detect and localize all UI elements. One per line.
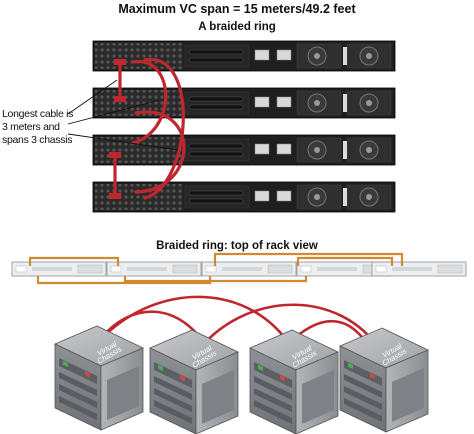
cable-note: Longest cable is 3 meters and spans 3 ch… [2, 108, 80, 147]
rack-cable-2 [36, 276, 212, 285]
virtual-chassis-2: Virtual Chassis [149, 329, 239, 434]
vc-cable-1-3 [103, 295, 294, 349]
switch-stack [92, 40, 396, 213]
virtual-chassis-4: Virtual Chassis [339, 327, 429, 433]
diagram-title: Maximum VC span = 15 meters/49.2 feet [118, 2, 356, 16]
vc-cable-2-4 [199, 303, 382, 351]
pointer-3 [67, 133, 179, 151]
virtual-chassis-cables [96, 295, 382, 353]
cable-note-line-3: spans 3 chassis [2, 134, 73, 146]
virtual-chassis-3: Virtual Chassis [249, 329, 339, 434]
cable-1-4-long [143, 58, 185, 200]
note-pointers [67, 79, 179, 151]
cable-note-line-2: 3 meters and [2, 121, 60, 133]
rack-cable-5 [213, 252, 404, 266]
rack-unit-5 [371, 261, 467, 277]
rack-unit-2 [106, 261, 202, 277]
rack-cable-1 [28, 256, 120, 266]
switch-chassis-1 [92, 40, 396, 72]
virtual-chassis-1: Virtual Chassis [54, 325, 144, 431]
virtual-chassis-group: Virtual Chassis Virtual Chassis Virtual … [54, 325, 429, 434]
cable-2-4 [134, 110, 186, 194]
cable-connectors [109, 59, 126, 199]
rack-view-title: Braided ring: top of rack view [156, 240, 318, 252]
braided-ring-subtitle: A braided ring [198, 21, 276, 33]
rack-unit-1 [11, 261, 107, 277]
switch-chassis-4 [92, 181, 396, 213]
top-of-rack-cables [28, 252, 404, 285]
cable-1-3 [131, 60, 168, 145]
pointer-1 [67, 79, 118, 115]
rack-cable-3 [123, 276, 308, 283]
rack-cable-4 [296, 256, 394, 266]
cable-note-line-1: Longest cable is [2, 108, 74, 120]
pointer-2 [67, 99, 161, 125]
top-of-rack-row [11, 261, 467, 277]
braided-ring-cables [113, 58, 186, 200]
